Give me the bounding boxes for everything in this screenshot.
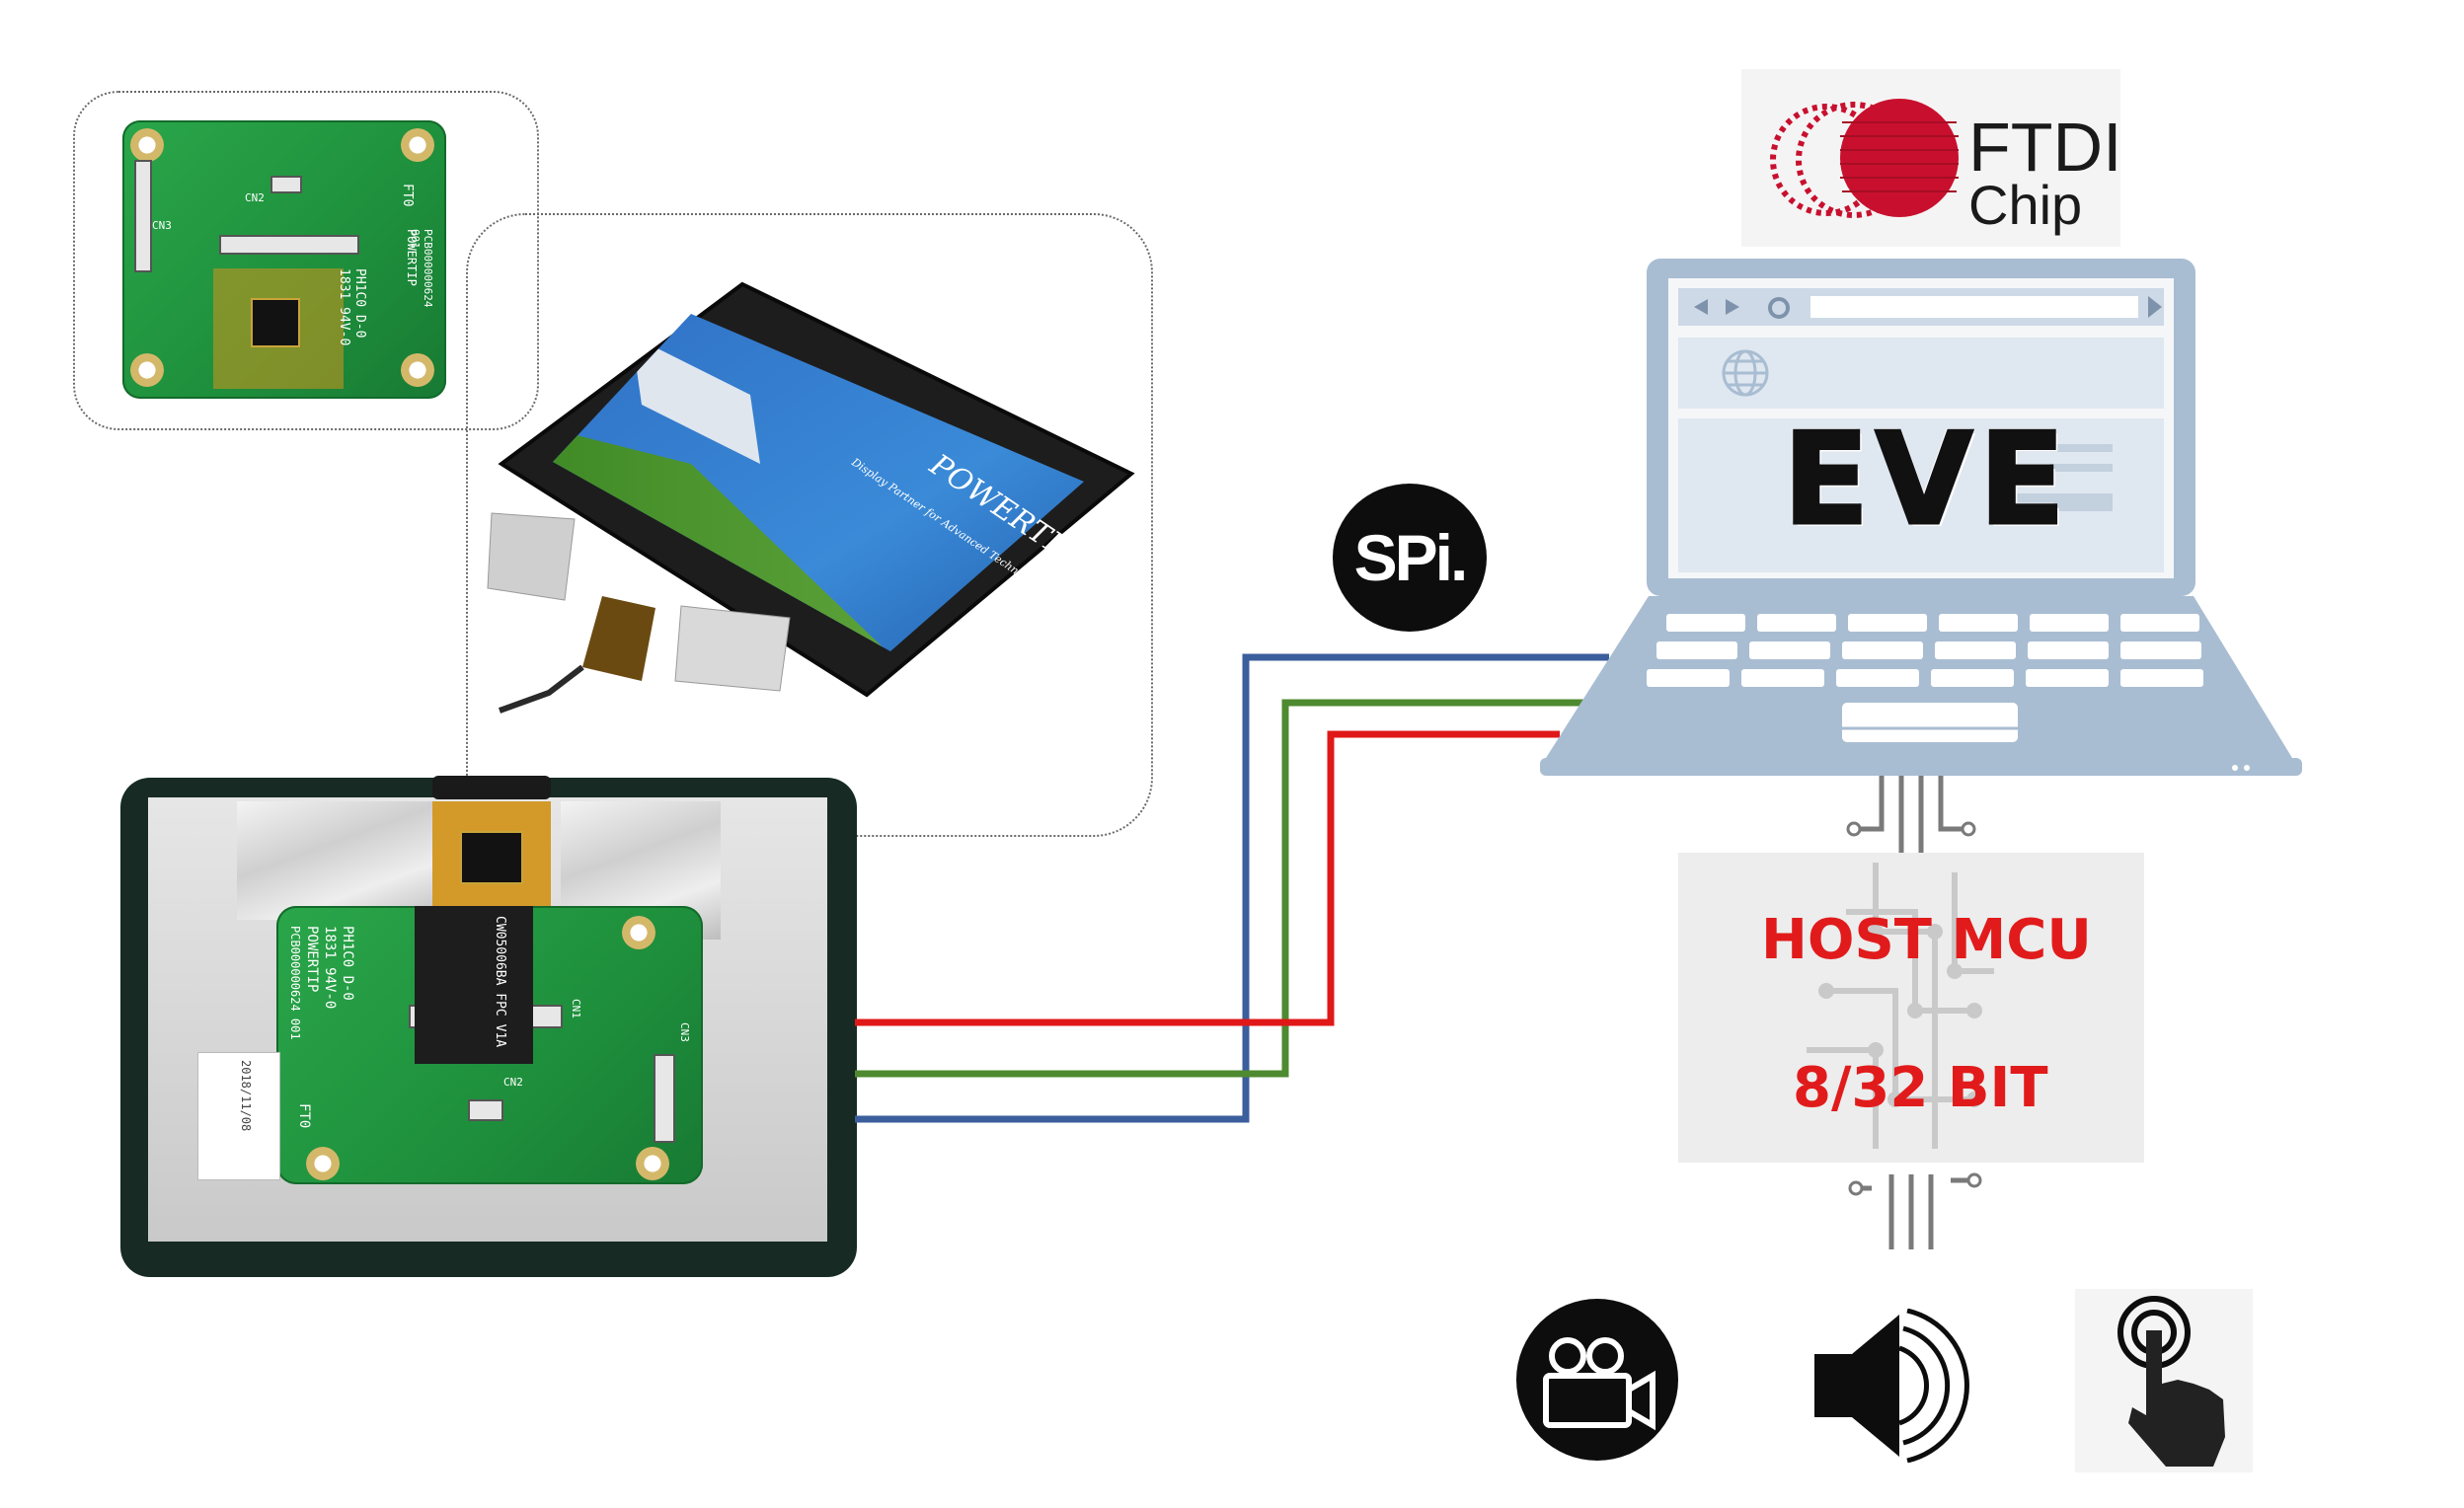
keyboard-key bbox=[1836, 669, 1919, 687]
spi-badge: SPi. bbox=[1333, 484, 1487, 632]
display-image-building bbox=[632, 336, 760, 464]
ftdi-mark-icon bbox=[1770, 99, 1959, 218]
keyboard-key bbox=[2030, 614, 2109, 632]
wire-blue bbox=[855, 653, 1609, 1123]
foil-tape-left bbox=[237, 801, 438, 920]
eve-label: EVE bbox=[1782, 406, 2071, 556]
keyboard-key bbox=[2120, 641, 2201, 659]
circuit-traces bbox=[1846, 776, 1982, 1249]
mount-hole bbox=[636, 1147, 669, 1180]
go-icon bbox=[2148, 296, 2162, 318]
keyboard-key bbox=[1647, 669, 1730, 687]
small-interface-board: PH1C0 D-0 1831 94V-0 POWERTIP PCB0000006… bbox=[122, 120, 446, 399]
controller-chip bbox=[251, 298, 300, 347]
ftdi-wordmark-sub: Chip bbox=[1968, 174, 2083, 236]
small-connector bbox=[468, 1099, 503, 1121]
fpc-connector bbox=[654, 1054, 675, 1143]
keyboard-key bbox=[1741, 669, 1824, 687]
refresh-icon bbox=[1768, 297, 1790, 319]
small-connector bbox=[270, 176, 302, 193]
keyboard-keys bbox=[1647, 614, 2203, 687]
keyboard-key bbox=[1749, 641, 1830, 659]
small-board-frame bbox=[73, 91, 539, 430]
keyboard-key bbox=[1935, 641, 2016, 659]
large-interface-board: PH1C0 D-0 1831 94V-0 POWERTIP PCB0000006… bbox=[276, 906, 703, 1184]
forward-arrow-icon bbox=[1726, 299, 1739, 315]
keyboard-key bbox=[1757, 614, 1836, 632]
host-mcu-title: HOST MCU bbox=[1761, 908, 2092, 972]
spi-label: SPi. bbox=[1353, 521, 1469, 594]
product-sticker bbox=[197, 1052, 280, 1180]
status-led bbox=[2244, 765, 2250, 771]
tft-display-module: POWERTIP Display Partner for Advanced Te… bbox=[487, 281, 1135, 714]
content-line bbox=[2010, 444, 2113, 452]
wire-red bbox=[855, 730, 1560, 1026]
keyboard-key bbox=[1656, 641, 1737, 659]
status-led bbox=[2232, 765, 2238, 771]
laptop-illustration bbox=[1540, 259, 2302, 776]
laptop-base-edge bbox=[1540, 758, 2302, 776]
board-label: CN2 bbox=[245, 191, 265, 204]
mount-hole bbox=[622, 916, 655, 949]
keyboard-key bbox=[2120, 669, 2203, 687]
display-foil-left bbox=[487, 512, 576, 601]
mount-hole bbox=[401, 353, 434, 387]
globe-icon bbox=[1722, 349, 1769, 397]
address-bar bbox=[1810, 296, 2138, 318]
wire-green bbox=[855, 699, 1589, 1078]
trackpad bbox=[1842, 703, 2018, 742]
host-mcu-block: HOST MCU 8/32 BIT bbox=[1678, 853, 2144, 1163]
host-mcu-bits: 8/32 BIT bbox=[1793, 1056, 2048, 1120]
mount-hole bbox=[130, 128, 164, 162]
mount-hole bbox=[306, 1147, 340, 1180]
fpc-connector bbox=[219, 235, 359, 255]
display-fpc-tail bbox=[582, 596, 655, 681]
board-label: CN3 bbox=[152, 219, 172, 232]
ftdi-logo: FTDI Chip bbox=[1741, 69, 2122, 247]
fpc-chip bbox=[460, 831, 523, 884]
display-foil-right bbox=[674, 605, 791, 692]
ftdi-wordmark: FTDI bbox=[1968, 109, 2122, 186]
keyboard-key bbox=[2120, 614, 2199, 632]
logo-disc bbox=[1840, 99, 1959, 217]
fpc-connector bbox=[134, 160, 152, 272]
content-line bbox=[2010, 464, 2113, 472]
mcu-circuit-pattern bbox=[1807, 863, 1994, 1149]
back-arrow-icon bbox=[1694, 299, 1708, 315]
mount-hole bbox=[130, 353, 164, 387]
touch-icon bbox=[2075, 1289, 2253, 1472]
display-fpc-cable bbox=[498, 664, 584, 714]
keyboard-key bbox=[1666, 614, 1745, 632]
mount-hole bbox=[401, 128, 434, 162]
speaker-icon bbox=[1814, 1309, 1969, 1463]
video-camera-icon bbox=[1516, 1299, 1678, 1461]
keyboard-key bbox=[1848, 614, 1927, 632]
fpc-ribbon bbox=[415, 906, 533, 1064]
keyboard-key bbox=[1842, 641, 1923, 659]
top-connector-housing bbox=[432, 776, 551, 799]
keyboard-key bbox=[2026, 669, 2109, 687]
keyboard-key bbox=[2028, 641, 2109, 659]
logo-disc-lines bbox=[1840, 121, 1959, 192]
keyboard-key bbox=[1931, 669, 2014, 687]
board-label: CN2 bbox=[503, 1076, 523, 1089]
content-line bbox=[2010, 493, 2113, 511]
keyboard-key bbox=[1939, 614, 2018, 632]
